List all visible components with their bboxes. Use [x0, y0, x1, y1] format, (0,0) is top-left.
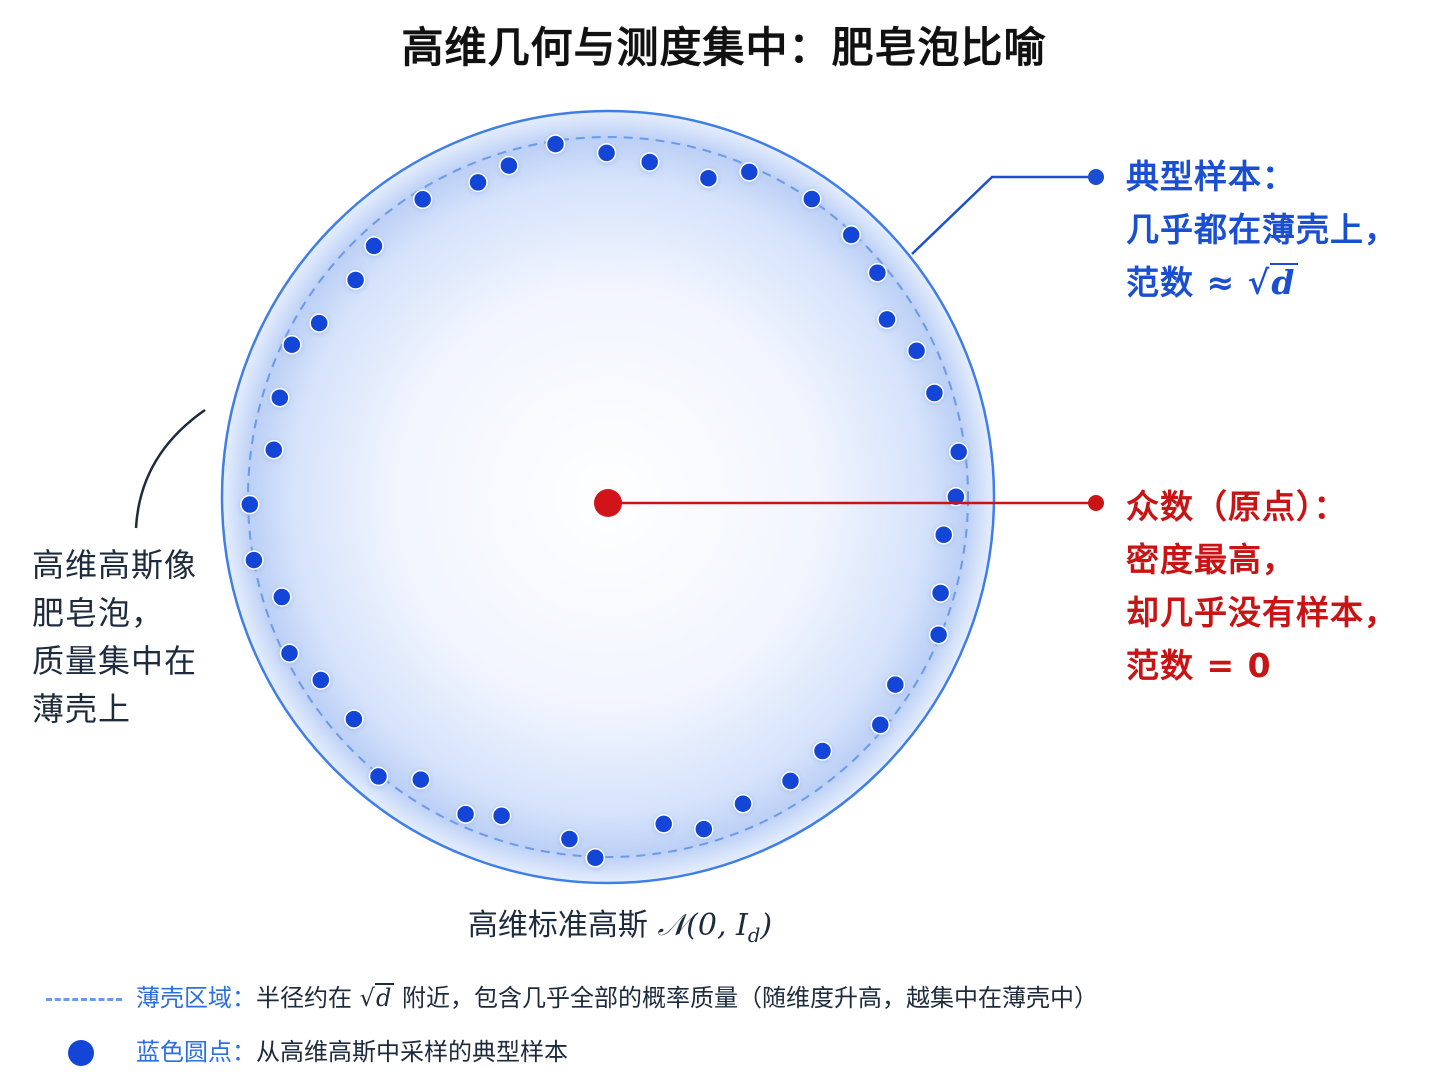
- sample-dot: [368, 766, 389, 787]
- sample-dot: [924, 383, 945, 403]
- sample-dot: [411, 769, 431, 790]
- sample-dot: [733, 793, 753, 814]
- typical-sample-norm-prefix: 范数 ≈: [1126, 263, 1248, 302]
- typical-sample-title: 典型样本：: [1126, 157, 1296, 196]
- sample-dot: [653, 814, 674, 834]
- typical-sample-annotation: 典型样本： 几乎都在薄壳上， 范数 ≈ √d: [1126, 150, 1398, 309]
- sample-dot: [545, 134, 566, 154]
- sample-dot: [870, 715, 891, 735]
- blue-dot-legend-icon: [68, 1040, 94, 1066]
- mode-line3: 却几乎没有样本，: [1126, 593, 1398, 632]
- sample-dot: [559, 829, 580, 849]
- sample-dot: [468, 172, 488, 193]
- left-note-line3: 质量集中在: [32, 642, 198, 680]
- left-note-line1: 高维高斯像: [32, 546, 198, 584]
- legend-dot: 蓝色圆点：从高维高斯中采样的典型样本: [46, 1032, 568, 1067]
- left-note-pointer: [134, 408, 206, 529]
- dashed-line-legend-icon: [46, 997, 122, 1001]
- mode-line4: 范数 = 0: [1126, 646, 1272, 685]
- mode-line2: 密度最高，: [1126, 540, 1296, 579]
- sample-dot: [309, 313, 329, 333]
- legend-shell: 薄壳区域：半径约在 √d 附近，包含几乎全部的概率质量（随维度升高，越集中在薄壳…: [46, 978, 1098, 1013]
- sample-dot: [585, 848, 606, 868]
- left-note-line2: 肥皂泡，: [32, 594, 165, 632]
- sample-dot: [240, 494, 260, 515]
- typical-sample-connector: [911, 175, 1096, 255]
- sample-dot: [364, 236, 384, 256]
- sample-dot: [344, 709, 364, 729]
- origin-dot: [594, 489, 622, 517]
- thin-shell-dashed-circle: [247, 136, 969, 858]
- sample-dot: [282, 334, 302, 355]
- legend-shell-desc-a: 半径约在: [256, 984, 360, 1012]
- sample-dot: [596, 143, 617, 163]
- sample-dot: [780, 771, 801, 791]
- typical-sample-connector-dot: [1088, 169, 1104, 185]
- sqrt-d-arg: d: [1270, 263, 1299, 301]
- sample-dot: [698, 168, 719, 188]
- legend-shell-key: 薄壳区域：: [136, 984, 256, 1012]
- sample-dot: [812, 741, 833, 761]
- sample-dot: [244, 550, 264, 570]
- page-title: 高维几何与测度集中：肥皂泡比喻: [401, 23, 1047, 72]
- sample-dot: [885, 674, 906, 695]
- sample-dot: [739, 162, 760, 182]
- sample-dot: [311, 670, 331, 690]
- left-note-line4: 薄壳上: [32, 690, 132, 728]
- caption-text: 高维标准高斯: [467, 908, 658, 943]
- sample-dot: [867, 263, 888, 283]
- typical-sample-norm: 范数 ≈ √d: [1126, 256, 1398, 309]
- sample-dot: [499, 155, 519, 176]
- sample-dot: [841, 225, 861, 245]
- mode-title: 众数（原点）：: [1126, 487, 1348, 526]
- sample-dot: [933, 525, 954, 545]
- sample-dot: [802, 189, 822, 209]
- sample-dot: [491, 806, 512, 826]
- legend-dot-desc: 从高维高斯中采样的典型样本: [256, 1038, 568, 1066]
- sample-dots-group: [238, 134, 970, 870]
- sample-dot: [930, 583, 951, 603]
- sample-dot: [412, 189, 433, 210]
- sample-dot: [279, 643, 300, 663]
- legend-dot-key: 蓝色圆点：: [136, 1038, 256, 1066]
- sample-dot: [906, 341, 927, 361]
- sqrt-d-formula: √d: [1248, 256, 1299, 309]
- sample-dot: [946, 486, 966, 507]
- sample-dot: [272, 587, 292, 607]
- sample-dot: [270, 387, 290, 408]
- sample-dot: [877, 309, 897, 330]
- sample-dot: [948, 442, 969, 462]
- legend-shell-desc-b: 附近，包含几乎全部的概率质量（随维度升高，越集中在薄壳中）: [394, 984, 1098, 1012]
- mode-annotation: 众数（原点）： 密度最高， 却几乎没有样本， 范数 = 0: [1126, 480, 1398, 692]
- sample-dot: [455, 804, 476, 824]
- typical-sample-line2: 几乎都在薄壳上，: [1126, 210, 1398, 249]
- left-note: 高维高斯像 肥皂泡， 质量集中在 薄壳上: [32, 541, 197, 733]
- sample-dot: [639, 152, 660, 172]
- mode-connector-dot: [1088, 495, 1104, 511]
- sample-dot: [264, 439, 284, 460]
- sample-dot: [694, 819, 714, 839]
- sample-dot: [345, 270, 366, 290]
- sample-dot: [928, 624, 949, 645]
- diagram-caption: 高维标准高斯 𝒩(0, Id): [0, 900, 1240, 947]
- legend-sqrt-d: √d: [360, 983, 395, 1012]
- legend-sqrt-d-arg: d: [374, 983, 395, 1011]
- caption-formula: 𝒩(0, Id): [657, 908, 773, 947]
